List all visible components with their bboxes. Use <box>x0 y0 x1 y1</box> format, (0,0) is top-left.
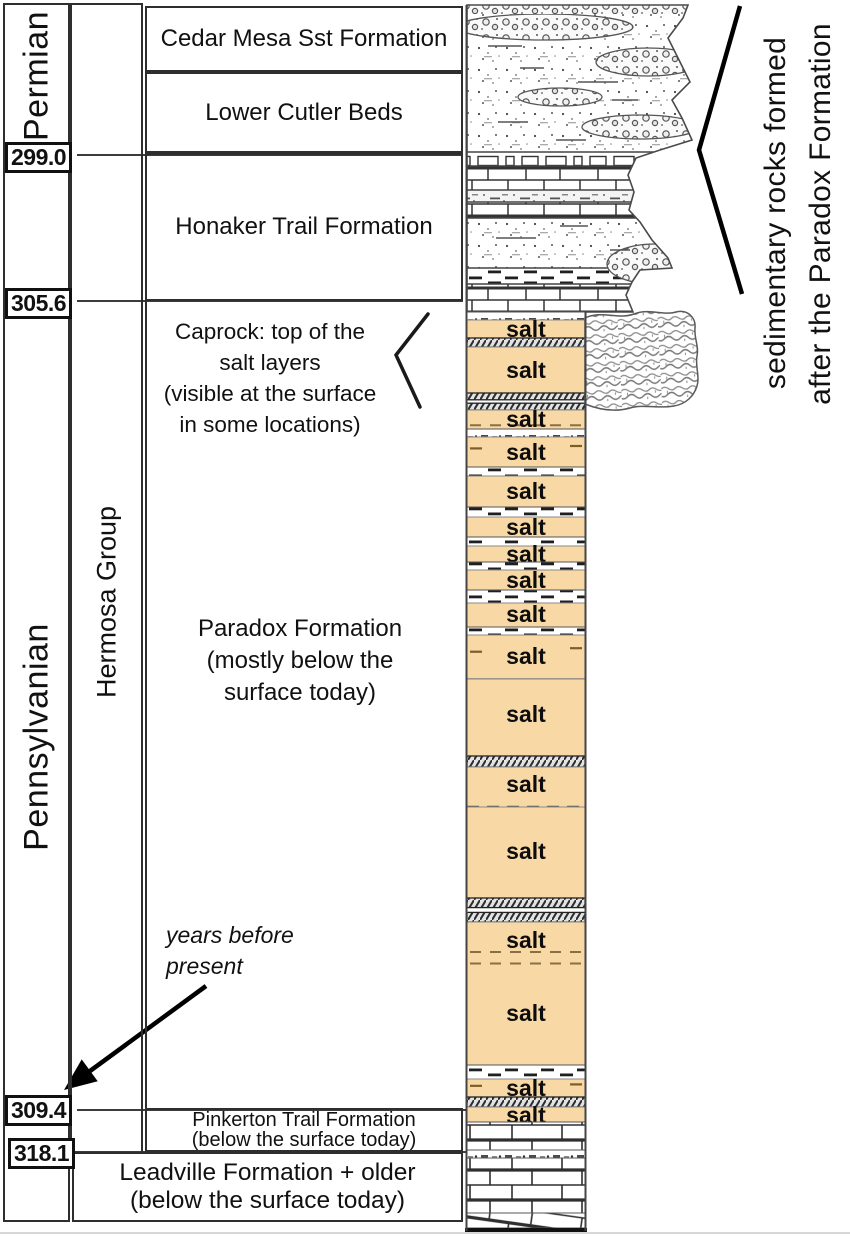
strat-layer-salt <box>466 766 586 808</box>
strat-layer-shaledash <box>466 626 586 636</box>
salt-label: salt <box>506 567 546 593</box>
strat-layer-bricks <box>467 202 692 218</box>
upper-column-outline <box>466 4 694 313</box>
salt-label: salt <box>506 514 546 540</box>
salt-label: salt <box>506 771 546 797</box>
formation-label-cedar-mesa: Cedar Mesa Sst Formation <box>160 25 448 52</box>
strat-layer-salt <box>466 921 586 1066</box>
leadville-line2: (below the surface today) <box>129 1187 406 1214</box>
paradox-line3: surface today) <box>223 679 377 706</box>
strat-layer-bricks2 <box>466 1121 586 1151</box>
strat-layer-dotband <box>466 1149 586 1159</box>
pebble-lens <box>517 87 603 107</box>
strat-layer-hatch <box>466 755 586 768</box>
salt-label: salt <box>506 701 546 727</box>
salt-label: salt <box>506 927 546 953</box>
right-caption-line1: sedimentary rocks formed <box>759 36 792 390</box>
ybp-arrow-line <box>88 984 208 1073</box>
period-column <box>3 3 70 1222</box>
age-box-305: 305.6 <box>5 288 73 319</box>
strat-layer-hatch <box>466 911 586 923</box>
caprock-gypsum-blob <box>584 310 699 411</box>
salt-label: salt <box>506 357 546 383</box>
formation-box-lower-cutler: Lower Cutler Beds <box>145 72 463 153</box>
strat-layer-dotband <box>466 428 586 438</box>
strat-layer-hatch <box>466 897 586 909</box>
group-label-hermosa: Hermosa Group <box>91 505 122 699</box>
right-caption-line2: after the Paradox Formation <box>804 23 837 405</box>
caprock-line4: in some locations) <box>179 412 361 437</box>
salt-label: salt <box>506 601 546 627</box>
years-before-present-note: years before present <box>166 920 294 982</box>
caprock-text: Caprock: top of the salt layers (visible… <box>164 316 377 440</box>
formation-box-pinkerton: Pinkerton Trail Formation (below the sur… <box>145 1108 463 1152</box>
salt-label: salt <box>506 478 546 504</box>
salt-label: salt <box>506 643 546 669</box>
caprock-pointer <box>393 312 430 409</box>
paradox-line1: Paradox Formation <box>197 615 403 642</box>
strat-layer-bricks <box>467 166 692 190</box>
formation-box-honaker-trail: Honaker Trail Formation <box>145 153 463 301</box>
strat-layer-shaledash <box>466 466 586 477</box>
strat-layer-shaledash <box>467 268 692 284</box>
ybp-line1: years before <box>166 922 294 948</box>
strat-layer-hatch <box>466 392 586 401</box>
group-column <box>70 3 143 1152</box>
strat-layer-hatch <box>466 337 586 348</box>
caprock-line1: Caprock: top of the <box>174 319 366 344</box>
right-bracket <box>696 5 745 295</box>
age-box-309: 309.4 <box>5 1095 73 1126</box>
formation-label-honaker-trail: Honaker Trail Formation <box>175 213 433 240</box>
strat-layer-salt <box>466 678 586 757</box>
strat-layer-karst <box>467 152 692 166</box>
formation-box-cedar-mesa: Cedar Mesa Sst Formation <box>145 6 463 72</box>
column-base-bar <box>465 1228 587 1232</box>
salt-label: salt <box>506 406 546 432</box>
ybp-arrow-head <box>64 1059 98 1090</box>
ybp-line2: present <box>166 953 243 979</box>
caprock-line3: (visible at the surface <box>163 381 377 406</box>
strat-layer-silty <box>467 190 692 202</box>
pebble-lens <box>581 114 692 140</box>
strat-layer-bricks <box>467 284 692 312</box>
paradox-text: Paradox Formation (mostly below the surf… <box>198 613 402 709</box>
salt-label: salt <box>506 838 546 864</box>
pebbly-top-band <box>467 5 692 14</box>
period-label-permian: Permian <box>17 10 56 142</box>
strat-layer-salt <box>466 346 586 394</box>
salt-label: salt <box>506 439 546 465</box>
pinkerton-line2: (below the surface today) <box>191 1129 417 1151</box>
pinkerton-line1: Pinkerton Trail Formation <box>192 1109 416 1131</box>
salt-label: salt <box>506 1000 546 1026</box>
strat-layer-dipping <box>466 1212 586 1229</box>
age-box-299: 299.0 <box>5 142 73 173</box>
pebble-lens <box>595 47 692 77</box>
pebble-lens <box>467 13 634 41</box>
formation-box-paradox-region <box>145 301 463 1110</box>
formation-box-leadville: Leadville Formation + older (below the s… <box>72 1152 463 1222</box>
strat-layer-bricks2 <box>466 1157 586 1214</box>
formation-label-lower-cutler: Lower Cutler Beds <box>205 98 403 126</box>
strat-layer-salt <box>466 436 586 468</box>
paradox-line2: (mostly below the <box>206 647 394 674</box>
period-label-pennsylvanian: Pennsylvanian <box>17 623 56 851</box>
age-box-318: 318.1 <box>8 1138 76 1169</box>
strat-layer-salt <box>466 602 586 628</box>
leadville-line1: Leadville Formation + older <box>119 1159 416 1186</box>
caprock-line2: salt layers <box>219 350 321 375</box>
